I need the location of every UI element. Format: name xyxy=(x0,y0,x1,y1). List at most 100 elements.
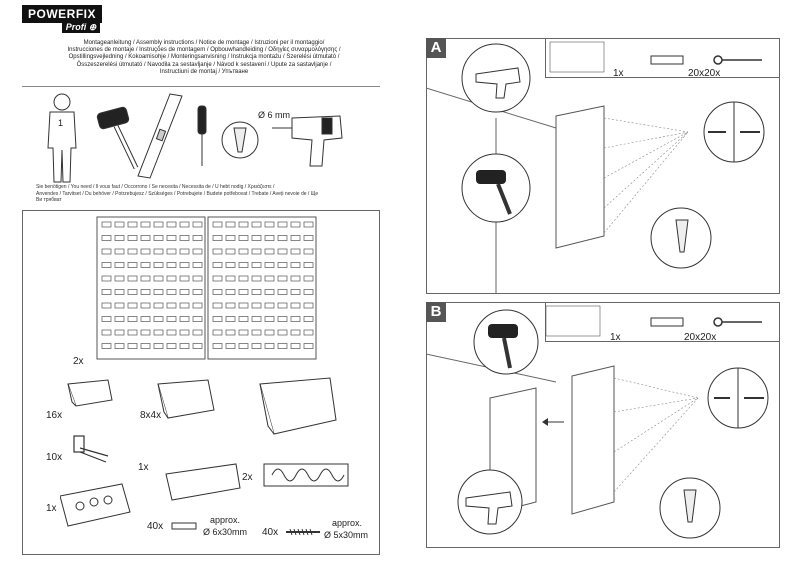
dowel-icon xyxy=(650,55,684,65)
panel-slot xyxy=(238,235,249,241)
panel-slot xyxy=(264,329,275,336)
note-line: Ви трябват xyxy=(36,197,62,203)
panel-slot xyxy=(114,221,125,228)
panel-slot xyxy=(140,343,151,349)
panel-slot xyxy=(114,275,125,282)
brand-sub-logo: Profi ⊕ xyxy=(62,21,100,33)
panel-slot xyxy=(212,262,223,268)
dowel-size: Ø 6x30mm xyxy=(203,527,248,537)
panel-slot xyxy=(290,302,301,309)
panel-slot xyxy=(238,316,249,322)
panel-slot xyxy=(303,316,314,322)
panel-slot xyxy=(101,235,112,241)
panel-slot xyxy=(127,289,138,295)
panel-slot xyxy=(303,235,314,241)
panel-slot xyxy=(212,235,223,241)
screw-icon xyxy=(713,317,762,327)
assembly-title-block: Montageanleitung / Assembly instructions… xyxy=(34,40,374,76)
panel-slot xyxy=(153,262,164,268)
screw-qty: 40x xyxy=(262,527,279,538)
panel-slot xyxy=(114,343,125,349)
section-b-panel xyxy=(426,302,780,548)
panel-slot xyxy=(225,235,236,241)
panel-slot xyxy=(179,235,190,241)
panel-slot xyxy=(238,329,249,336)
section-b-parts-header xyxy=(545,302,780,342)
panel-slot xyxy=(303,302,314,309)
panel-slot xyxy=(303,343,314,349)
panel-slot xyxy=(192,262,203,268)
panel-slot xyxy=(153,343,164,349)
panel-slot xyxy=(101,316,112,322)
panel-slot xyxy=(290,248,301,255)
panel-slot xyxy=(225,289,236,295)
panel-slot xyxy=(127,262,138,268)
panel-slot xyxy=(264,343,275,349)
panel-slot xyxy=(153,275,164,282)
panel-slot xyxy=(251,221,262,228)
panel-slot xyxy=(290,262,301,268)
panel-slot xyxy=(114,262,125,268)
screw-detail-circle xyxy=(703,101,765,163)
panel-slot xyxy=(179,262,190,268)
panel-slot xyxy=(101,221,112,228)
panel-slot xyxy=(127,248,138,255)
panel-slot xyxy=(277,289,288,295)
screw-size-prefix: approx. xyxy=(332,518,363,528)
panel-slot xyxy=(238,302,249,309)
panel-slot xyxy=(225,275,236,282)
panel-slot xyxy=(114,329,125,336)
panel-slot xyxy=(238,289,249,295)
title-line: Opstillingsvejledning / Kokoamisohje / M… xyxy=(68,54,340,61)
hammer-detail-circle xyxy=(461,153,531,223)
panel-slot xyxy=(192,275,203,282)
panel-slot xyxy=(251,316,262,322)
panel-slot xyxy=(127,316,138,322)
panel-slot xyxy=(225,248,236,255)
tools-needed-note: Sie benötigen / You need / Il vous faut … xyxy=(36,184,366,204)
panel-slot xyxy=(179,221,190,228)
person-count: 1 xyxy=(58,118,64,128)
panel-slot xyxy=(140,221,151,228)
panel-slot xyxy=(264,221,275,228)
panel-slot xyxy=(153,235,164,241)
panel-slot xyxy=(192,329,203,336)
panel-slot xyxy=(212,343,223,349)
spiral-qty: 2x xyxy=(242,472,253,483)
pegboard-panel xyxy=(555,105,605,249)
dowel-icon xyxy=(650,317,684,327)
tools-illustration xyxy=(47,93,343,183)
spiral-holder-icon xyxy=(263,463,349,487)
panel-slot xyxy=(140,235,151,241)
large-bin-icon xyxy=(259,377,337,435)
panel-slot xyxy=(140,329,151,336)
panel-slot xyxy=(127,343,138,349)
panel-slot xyxy=(153,221,164,228)
panel-slot xyxy=(153,302,164,309)
pegboard-panel xyxy=(571,365,615,515)
panel-slot xyxy=(238,275,249,282)
note-line: Sie benötigen / You need / Il vous faut … xyxy=(36,184,275,190)
panel-slot xyxy=(251,248,262,255)
section-b-illustration xyxy=(426,305,769,539)
brand-logo: POWERFIX xyxy=(22,5,102,23)
screw-size: Ø 5x30mm xyxy=(324,530,369,540)
panel-slot xyxy=(290,329,301,336)
panel-slot xyxy=(277,343,288,349)
screw-icon xyxy=(713,55,762,65)
panel-slot xyxy=(290,316,301,322)
panel-slot xyxy=(140,289,151,295)
drill-icon xyxy=(272,115,343,167)
accessories-illustration xyxy=(60,435,349,527)
screwdriver-detail-circle xyxy=(659,477,721,539)
panel-slot xyxy=(166,316,177,322)
panel-slot xyxy=(101,329,112,336)
panel-slot xyxy=(277,302,288,309)
hook-icon xyxy=(73,435,109,463)
dowel-size-prefix: approx. xyxy=(210,515,241,525)
panel-slot xyxy=(140,275,151,282)
small-bin-qty: 16x xyxy=(46,410,63,421)
drill-detail-circle xyxy=(457,469,523,535)
panel-slot xyxy=(192,248,203,255)
panel-slot xyxy=(114,316,125,322)
